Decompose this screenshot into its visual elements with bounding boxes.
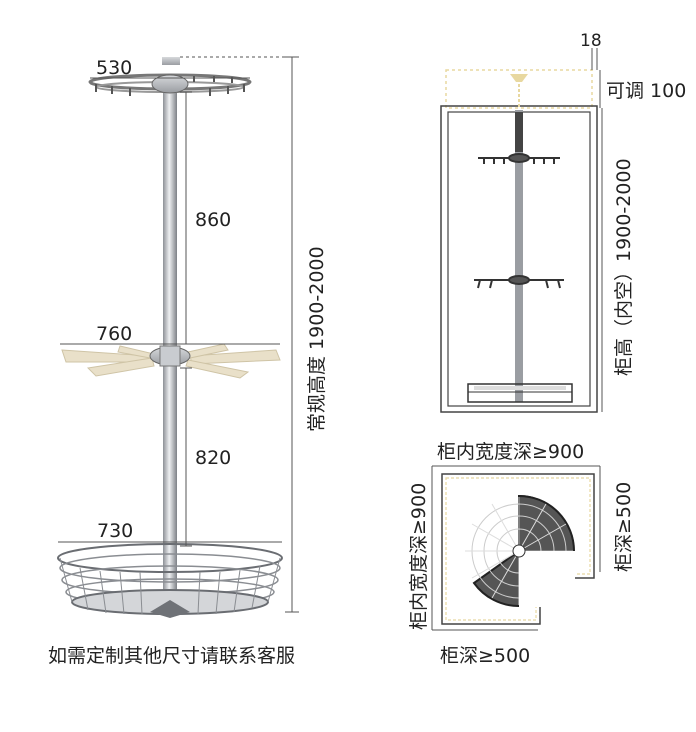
- mid-width-label: 760: [96, 323, 132, 345]
- standard-height-label: 常规高度 1900-2000: [306, 246, 328, 432]
- base-foot: [150, 600, 190, 618]
- bottom-wire-basket: [57, 543, 283, 618]
- lower-gap-label: 820: [195, 447, 231, 469]
- cabinet-elevation: 18 可调 100 柜高（内空）1900-2000: [440, 31, 686, 413]
- top-width-label: 530: [96, 57, 132, 79]
- adjustable-zone: [445, 69, 593, 109]
- adjustable-label: 可调 100: [606, 80, 686, 102]
- corner-plan: 柜内宽度深≥900 柜内宽度深≥900 柜深≥500 柜深≥500: [408, 441, 635, 667]
- cabinet-dimension-lines: [591, 48, 603, 412]
- bottom-width-label: 730: [97, 520, 133, 542]
- inner-height-label: 柜高（内空）1900-2000: [613, 158, 635, 376]
- corner-basket-plan: [465, 494, 576, 607]
- upper-gap-label: 860: [195, 209, 231, 231]
- side-thickness-label: 18: [580, 31, 602, 51]
- depth-right-label: 柜深≥500: [613, 482, 635, 572]
- cabinet-bottom-basket: [467, 383, 573, 403]
- rotating-rack: 530 760 730 860 820 常规高度 1900-2000 如需定制其…: [48, 56, 328, 667]
- cabinet-middle-shelf: [474, 275, 564, 289]
- cabinet-pole: [515, 110, 523, 402]
- cabinet-top-shelf: [478, 153, 560, 164]
- middle-arm-shelf: [61, 343, 281, 379]
- custom-size-caption: 如需定制其他尺寸请联系客服: [48, 645, 295, 667]
- left-dimension-lines: [58, 56, 299, 613]
- inner-width-left-label: 柜内宽度深≥900: [408, 483, 430, 630]
- inner-width-top-label: 柜内宽度深≥900: [437, 441, 584, 463]
- ceiling-mount: [162, 57, 180, 65]
- top-hook-shelf: [88, 73, 252, 96]
- depth-bottom-label: 柜深≥500: [440, 645, 530, 667]
